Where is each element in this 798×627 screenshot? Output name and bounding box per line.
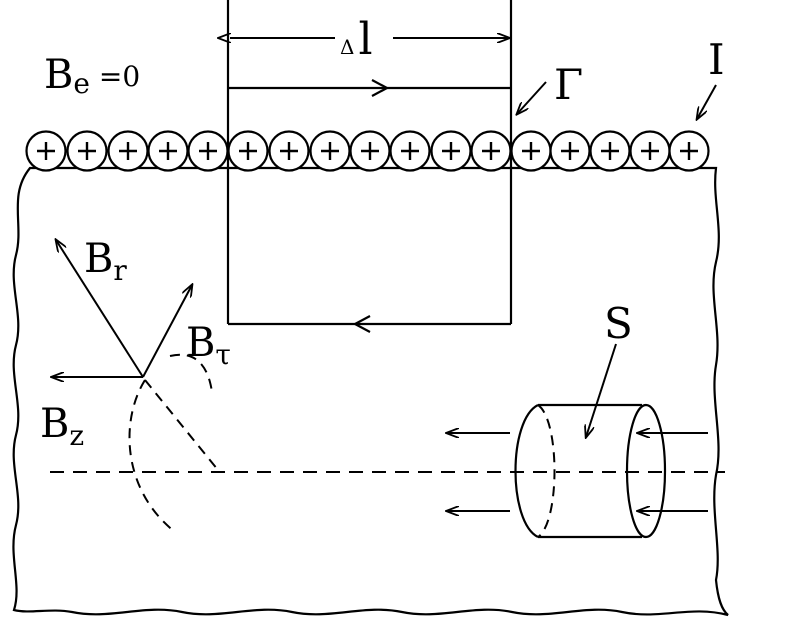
- br-label: Br: [84, 236, 127, 287]
- wire-icon: [25, 130, 67, 172]
- wire-icon: [309, 130, 351, 172]
- surface-label: S: [604, 299, 633, 348]
- dashed-radius: [144, 379, 219, 471]
- cylinder-left-face-front: [514, 404, 539, 538]
- wire-icon: [349, 130, 391, 172]
- br-vector: [56, 240, 144, 378]
- cylinder-right-face: [625, 403, 667, 539]
- btau-label: Bτ: [186, 320, 231, 371]
- delta-l-label: Δl: [340, 14, 373, 65]
- loop-bottom-arrowhead: [352, 315, 371, 333]
- wire-icon: [66, 130, 108, 172]
- surface-pointer-arrow: [586, 343, 617, 437]
- wire-icon: [187, 130, 229, 172]
- dashed-arc-right: [169, 353, 213, 393]
- wire-icon: [549, 130, 591, 172]
- wire-icon: [430, 130, 472, 172]
- wire-icon: [268, 130, 310, 172]
- bz-label: Bz: [40, 401, 84, 452]
- wire-icon: [227, 130, 269, 172]
- loop-top-arrowhead: [371, 79, 390, 97]
- wire-icon: [589, 130, 631, 172]
- gaussian-cylinder: [447, 343, 708, 539]
- wire-icon: [389, 130, 431, 172]
- be-label: Be =0: [44, 52, 140, 100]
- gamma-pointer-arrow: [517, 81, 547, 114]
- wire-icon: [510, 130, 552, 172]
- wire-icon: [107, 130, 149, 172]
- solenoid-body-outline: [12, 166, 729, 617]
- wire-icon: [668, 130, 710, 172]
- field-vectors: [52, 240, 219, 533]
- wire-icon: [470, 130, 512, 172]
- cylinder-left-face-back: [537, 404, 556, 538]
- amperian-loop: [226, 0, 513, 333]
- dashed-arc-left: [128, 379, 176, 533]
- btau-vector: [142, 285, 192, 378]
- wire-icon: [629, 130, 671, 172]
- current-pointer-arrow: [697, 84, 717, 119]
- gamma-label: Γ: [554, 60, 583, 109]
- current-label: I: [708, 35, 725, 84]
- wire-row: [25, 130, 710, 172]
- wire-icon: [147, 130, 189, 172]
